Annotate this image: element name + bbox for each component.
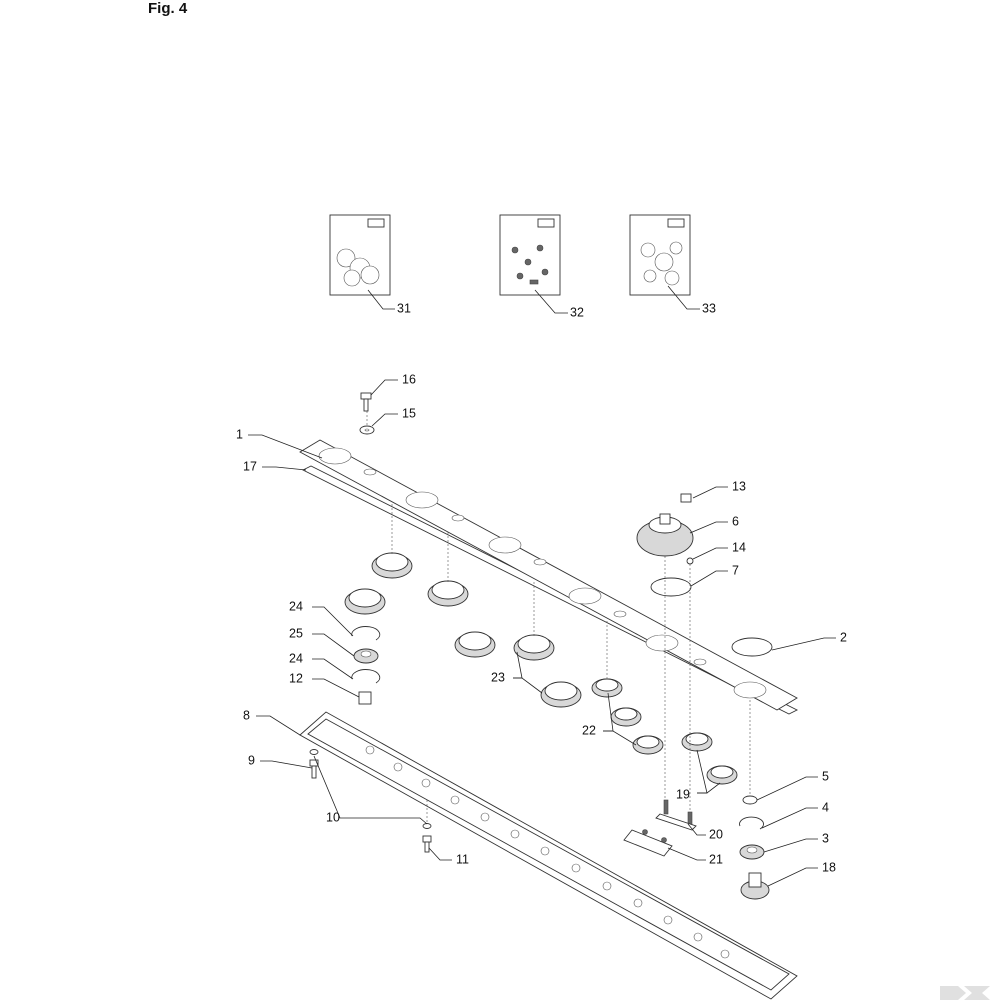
seal-ring-7	[650, 577, 692, 597]
callout-23: 23	[491, 670, 505, 684]
seal-kit-bag-31	[329, 214, 391, 296]
circlip-24-lower	[351, 669, 381, 684]
seal-kit-bag-33	[629, 214, 691, 296]
bolt-9	[309, 759, 319, 779]
nut-13	[680, 493, 692, 503]
callout-24-lower: 24	[289, 651, 303, 665]
callout-14: 14	[732, 540, 746, 554]
bearing-3	[739, 844, 765, 860]
leader-lines	[248, 285, 836, 887]
bolt-16	[360, 392, 372, 412]
circlip-4	[739, 816, 764, 830]
callout-33: 33	[702, 301, 716, 315]
callout-10: 10	[326, 810, 340, 824]
drive-housing-6	[636, 513, 694, 557]
watermark-logo	[940, 986, 990, 1000]
callout-7: 7	[732, 563, 739, 577]
washer-15	[359, 425, 375, 435]
callout-8: 8	[243, 708, 250, 722]
callout-19: 19	[676, 787, 690, 801]
o-ring-2	[731, 637, 773, 657]
figure-title: Fig. 4	[148, 0, 188, 17]
callout-25: 25	[289, 626, 303, 640]
lower-cutter-bar-plate	[299, 711, 798, 1000]
callout-12: 12	[289, 671, 303, 685]
callout-labels: 31 32 33 16 15 1 17 13 6 14 7 2 24 25 24…	[236, 301, 847, 874]
callout-16: 16	[402, 372, 416, 386]
pinion-18	[740, 872, 770, 900]
spacer-12	[358, 691, 372, 705]
callout-32: 32	[570, 305, 584, 319]
gear-set-22	[591, 678, 664, 755]
circlip-24-upper	[351, 626, 381, 641]
callout-3: 3	[822, 831, 829, 845]
callout-18: 18	[822, 860, 836, 874]
clamp-20	[655, 799, 697, 831]
callout-17: 17	[243, 459, 257, 473]
bearing-25	[353, 648, 379, 664]
callout-9: 9	[248, 753, 255, 767]
callout-11: 11	[456, 852, 469, 866]
callout-4: 4	[822, 800, 829, 814]
callout-2: 2	[840, 630, 847, 644]
callout-21: 21	[709, 852, 723, 866]
bracket-21	[623, 829, 673, 857]
assembly-lines	[366, 411, 751, 822]
seal-kit-bag-32	[499, 214, 561, 296]
pin-14	[686, 557, 694, 565]
callout-1: 1	[236, 427, 243, 441]
upper-cutter-bar-plate	[299, 439, 798, 711]
callout-13: 13	[732, 479, 746, 493]
circlip-5	[742, 795, 758, 805]
gear-set-23	[344, 552, 582, 708]
callout-24-upper: 24	[289, 599, 303, 613]
callout-31: 31	[397, 301, 411, 315]
bolt-11	[422, 835, 432, 853]
washer-10	[309, 749, 432, 829]
callout-20: 20	[709, 827, 723, 841]
callout-6: 6	[732, 514, 739, 528]
callout-22: 22	[582, 723, 596, 737]
callout-5: 5	[822, 769, 829, 783]
callout-15: 15	[402, 406, 416, 420]
gear-set-19	[681, 732, 738, 785]
